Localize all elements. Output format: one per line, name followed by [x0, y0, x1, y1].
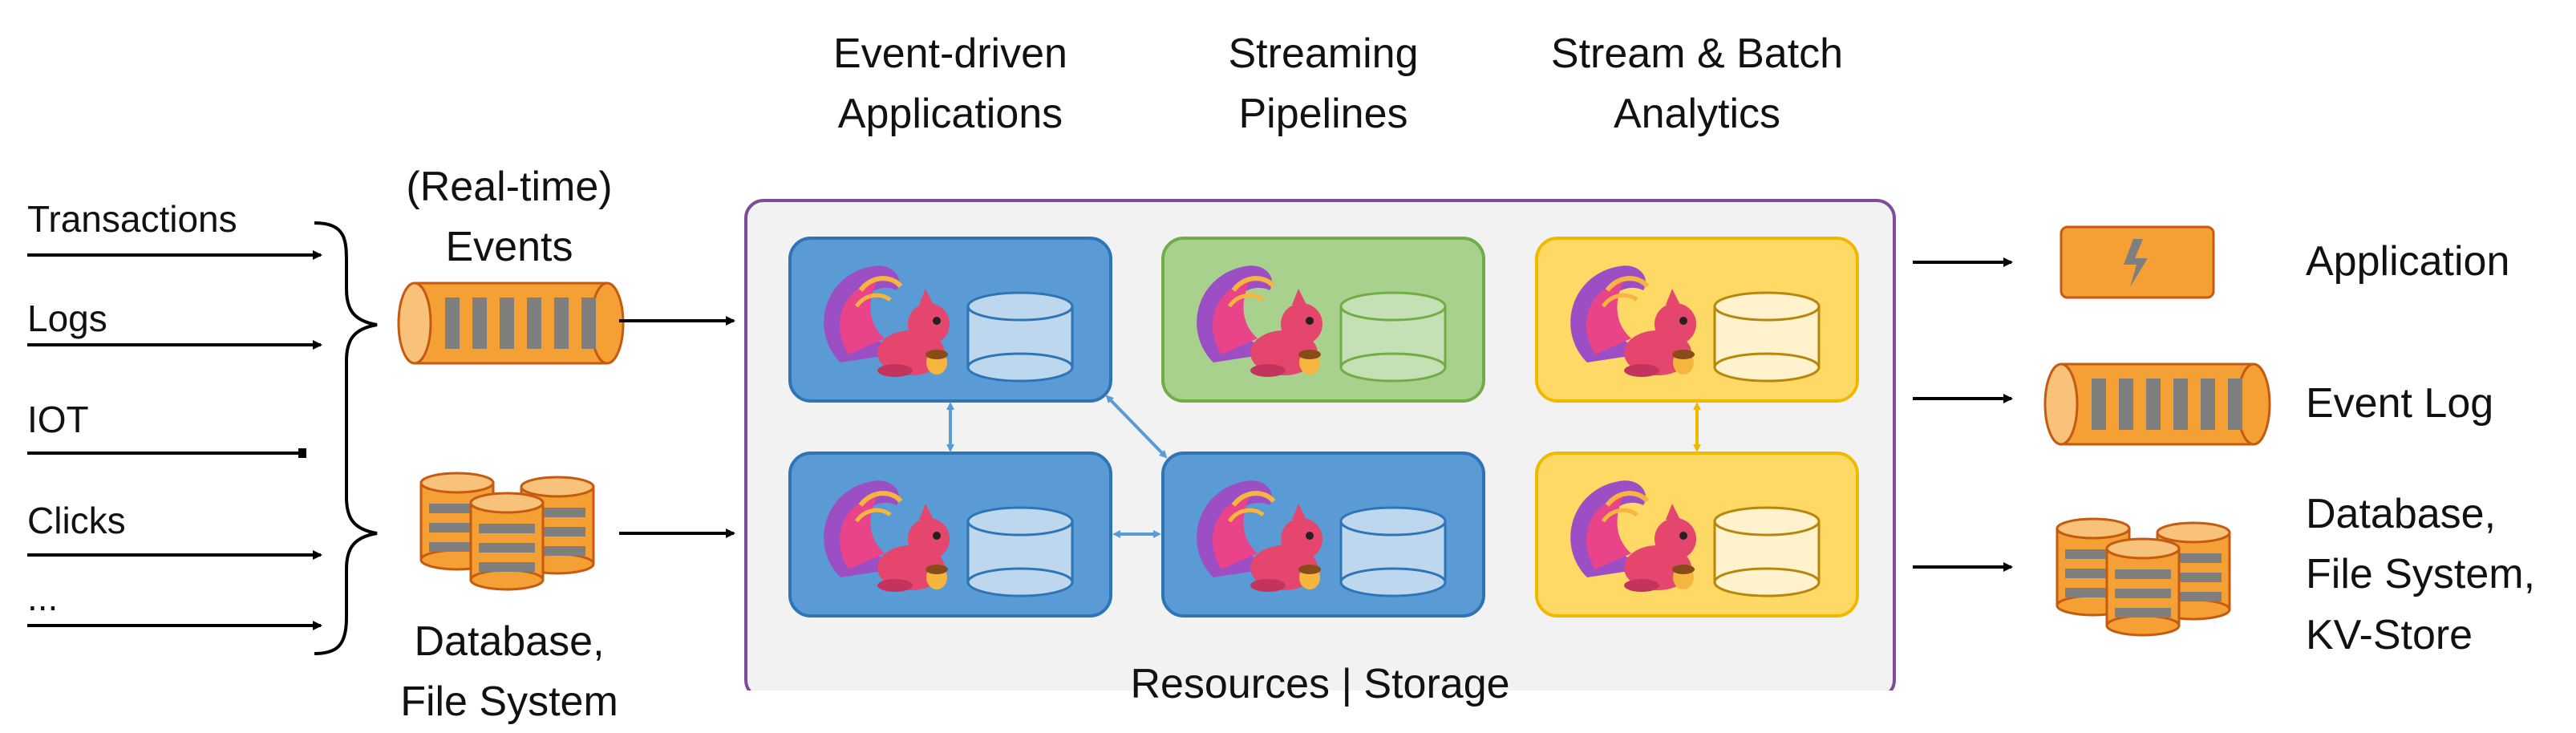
category-streaming: Streaming Pipelines	[1228, 30, 1419, 138]
input-braces	[314, 221, 378, 655]
app-box-event-driven-top	[788, 237, 1112, 403]
input-label-iot: IOT	[27, 399, 89, 440]
input-arrows	[27, 250, 322, 630]
app-box-streaming-top	[1161, 237, 1485, 403]
output-label-database: Database, File System, KV-Store	[2306, 491, 2536, 658]
output-label-event-log: Event Log	[2306, 380, 2494, 427]
platform-label: Resources | Storage	[1130, 661, 1510, 707]
output-event-log-icon	[2043, 362, 2271, 446]
output-database-icon	[2057, 519, 2230, 635]
input-label-logs: Logs	[27, 298, 107, 339]
source-database-title: Database, File System	[400, 618, 618, 726]
category-analytics: Stream & Batch Analytics	[1550, 30, 1844, 138]
app-box-analytics-bottom	[1535, 452, 1859, 618]
app-box-event-driven-bottom	[788, 452, 1112, 618]
app-box-event-driven-bottom-right	[1161, 452, 1485, 618]
input-label-clicks: Clicks	[27, 500, 126, 541]
app-link-arrow	[1105, 395, 1168, 459]
input-label-more: ...	[27, 577, 59, 618]
source-database-icon	[421, 473, 593, 589]
application-bolt-icon	[2060, 225, 2215, 299]
source-events-title: (Real-time) Events	[406, 164, 613, 271]
input-label-transactions: Transactions	[27, 198, 237, 240]
output-label-application: Application	[2306, 238, 2510, 285]
category-event-driven: Event-driven Applications	[833, 30, 1067, 138]
app-box-analytics-top	[1535, 237, 1859, 403]
source-event-log-icon	[397, 281, 625, 365]
